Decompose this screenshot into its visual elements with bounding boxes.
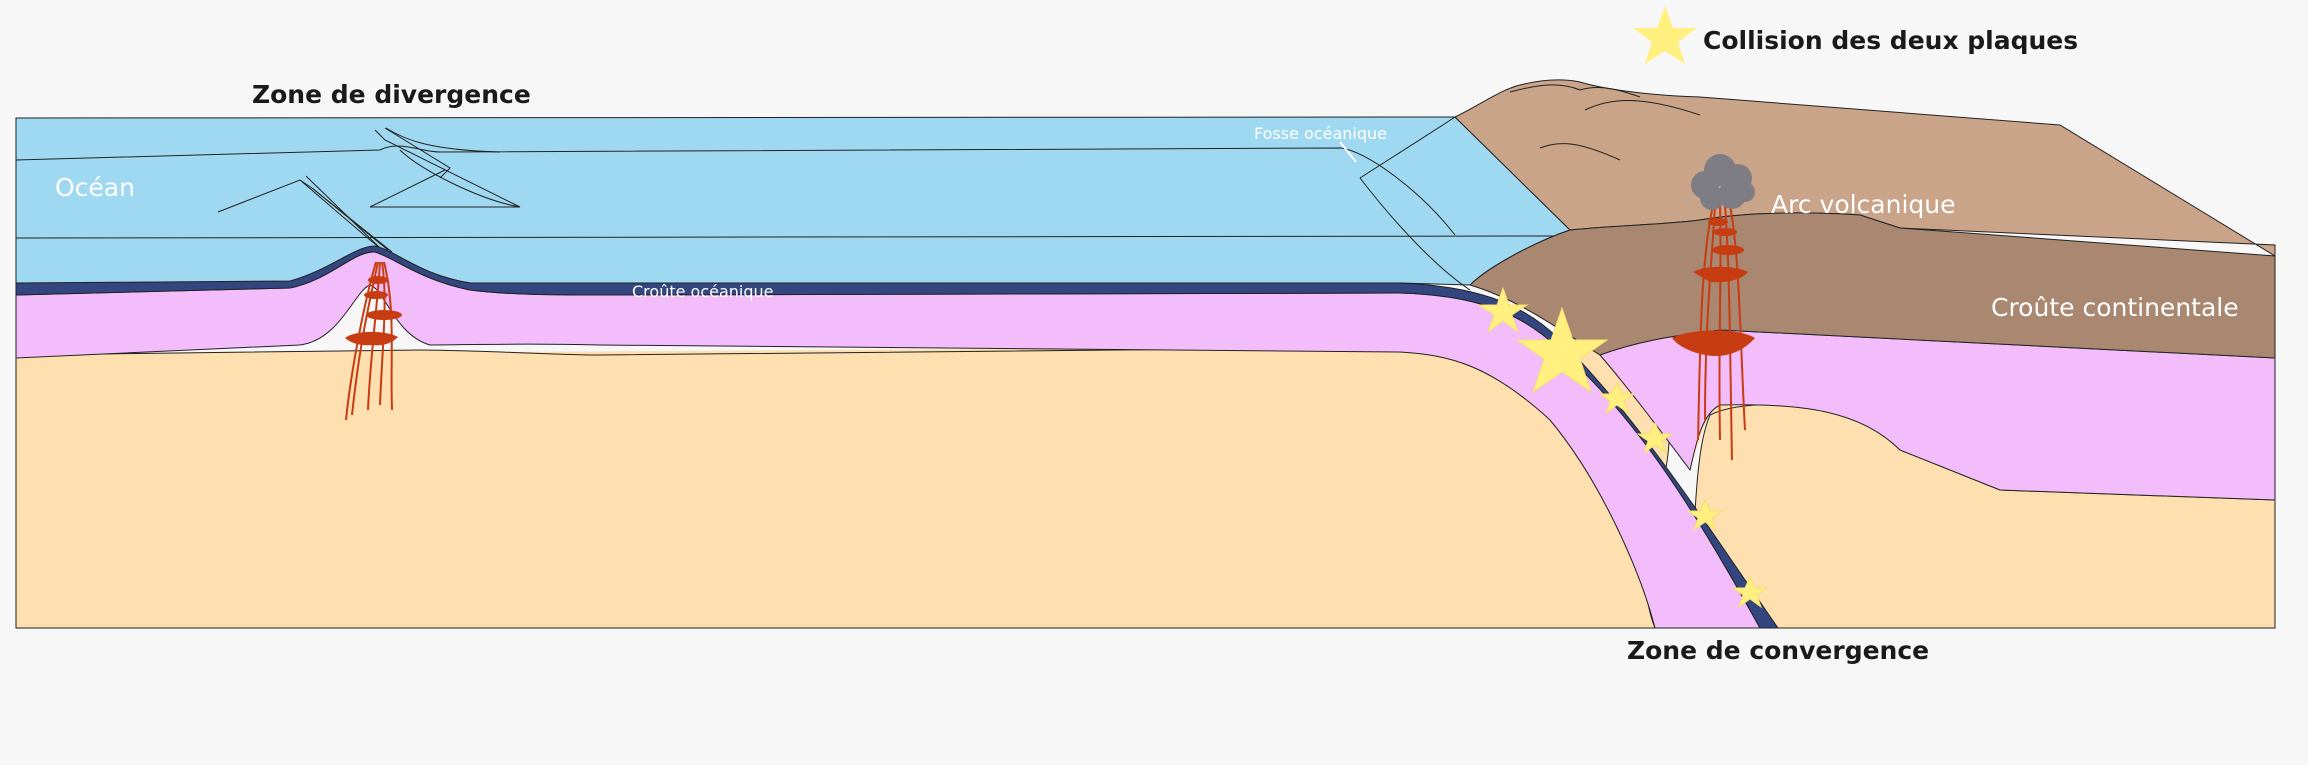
volcanic-arc-label: Arc volcanique bbox=[1771, 190, 1956, 219]
ridge-lines bbox=[217, 127, 521, 253]
ocean-layer-line bbox=[15, 235, 1571, 239]
oceanic-crust-label: Croûte océanique bbox=[632, 282, 774, 301]
legend-label: Collision des deux plaques bbox=[1703, 26, 2078, 55]
continent-ridge bbox=[1509, 84, 1641, 98]
ridge-magma-chambers bbox=[345, 276, 402, 346]
star-icon bbox=[1636, 421, 1674, 455]
convergence-label: Zone de convergence bbox=[1627, 636, 1929, 665]
star-icon bbox=[1515, 306, 1609, 394]
ocean-label: Océan bbox=[55, 173, 135, 202]
divergence-label: Zone de divergence bbox=[252, 80, 531, 109]
continental-crust-label: Croûte continentale bbox=[1991, 293, 2239, 322]
continent-ridge bbox=[1539, 143, 1621, 161]
trench-line bbox=[1359, 177, 1471, 291]
star-icon bbox=[1477, 286, 1529, 334]
continent-ridge bbox=[1584, 100, 1701, 116]
oceanic-crust bbox=[15, 245, 1779, 629]
arc-magma-chambers bbox=[1672, 218, 1755, 357]
mantle-left bbox=[15, 344, 1670, 629]
star-icon bbox=[1598, 381, 1636, 415]
trench-pointer bbox=[1339, 141, 1357, 163]
trench-label: Fosse océanique bbox=[1254, 124, 1387, 143]
star-icon bbox=[1633, 6, 1697, 64]
collision-stars bbox=[1477, 286, 1769, 609]
trench-line bbox=[1359, 116, 1456, 179]
star-icon bbox=[1731, 575, 1769, 609]
star-icon bbox=[1686, 498, 1724, 532]
volcano-smoke bbox=[1691, 154, 1755, 210]
